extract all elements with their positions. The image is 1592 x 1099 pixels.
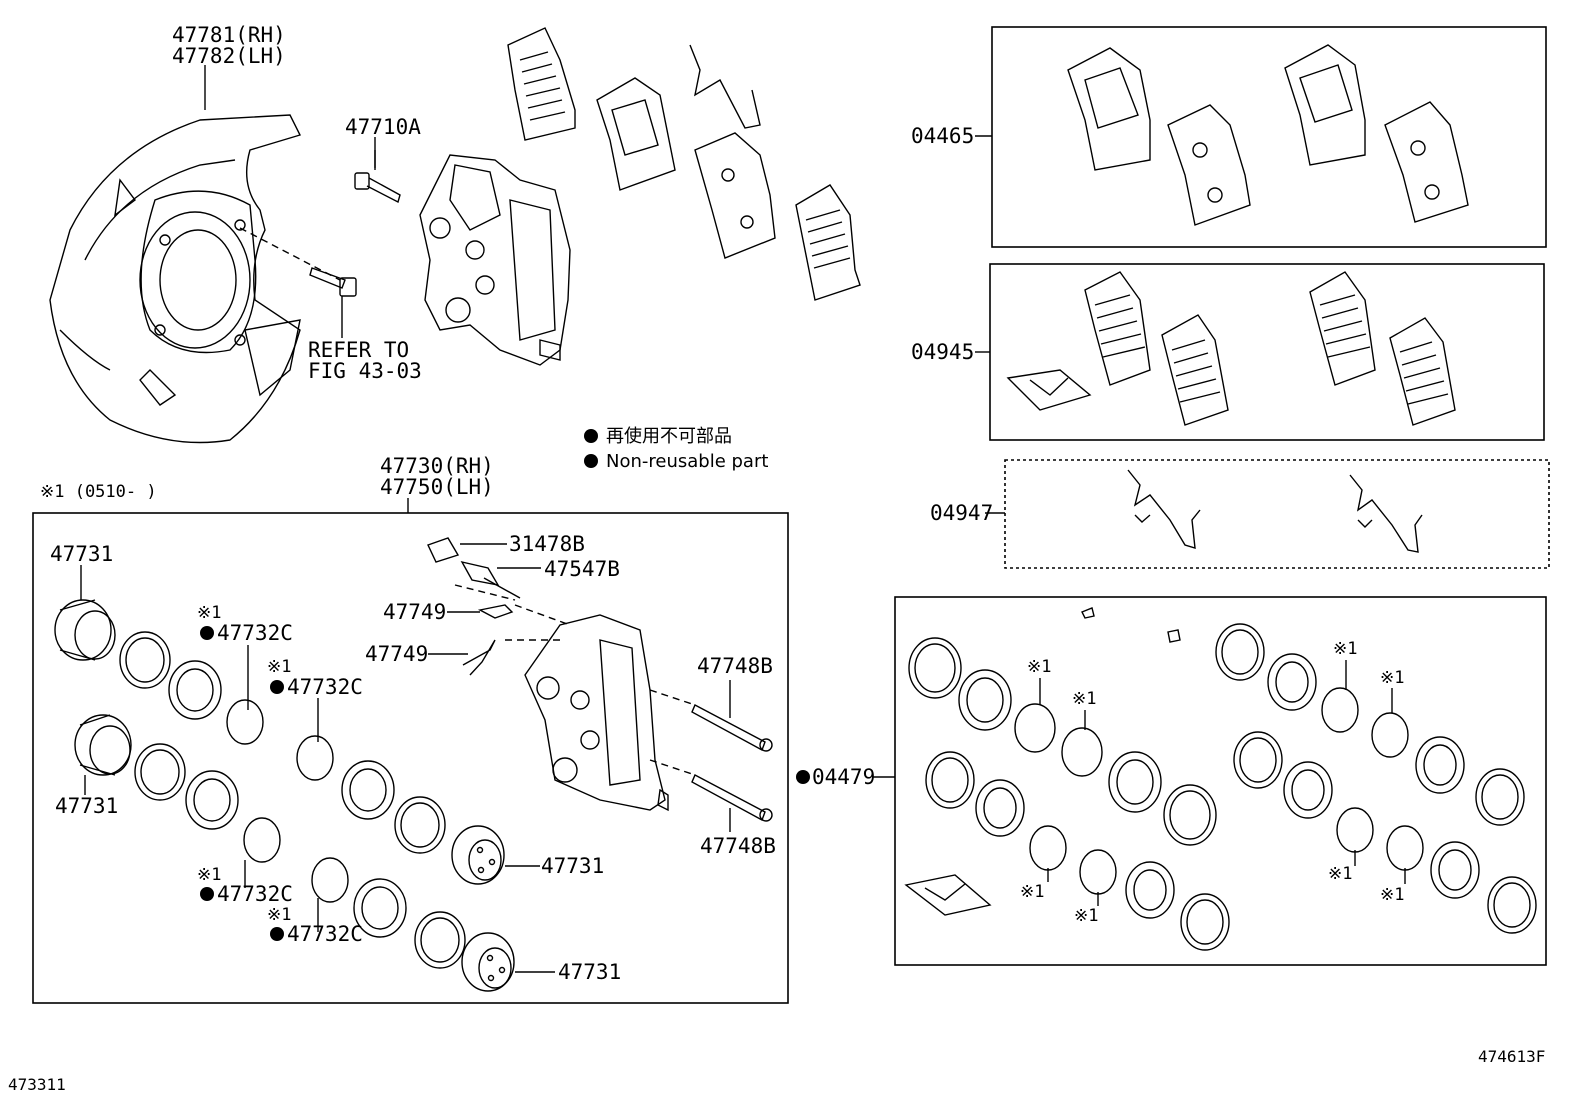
label-pin-2: 47748B <box>700 834 776 858</box>
mark-kit-3: ※1 <box>1020 882 1044 902</box>
kit-box-04945 <box>989 263 1545 441</box>
label-kit-seals: 04479 <box>812 765 875 789</box>
label-piston-3: 47731 <box>541 854 604 878</box>
bolt-47710A-illustration <box>354 150 401 204</box>
mark-kit-4: ※1 <box>1074 906 1098 926</box>
label-note-reference: ※1 (0510- ) <box>40 482 157 502</box>
mark-seal-3: ※1 <box>197 865 221 885</box>
label-shield-rh: 47781(RH) <box>172 23 286 47</box>
mark-kit-5: ※1 <box>1333 639 1357 659</box>
caliper-pistons-illustration <box>54 599 515 992</box>
label-seal-2: 47732C <box>287 675 363 699</box>
mark-seal-4: ※1 <box>267 905 291 925</box>
top-pads-illustration <box>507 27 861 301</box>
label-caliper-lh: 47750(LH) <box>380 475 494 499</box>
mark-kit-6: ※1 <box>1380 668 1404 688</box>
dot-seal-4 <box>270 927 284 941</box>
bolt-refer-illustration <box>239 227 357 338</box>
footer-left-code: 473311 <box>8 1075 66 1094</box>
label-cap: 31478B <box>509 532 585 556</box>
label-kit-pads: 04465 <box>911 124 974 148</box>
legend-dot-jp <box>584 429 598 443</box>
dust-shield-illustration <box>49 114 301 444</box>
legend-text-en: Non-reusable part <box>606 451 768 472</box>
legend-text-jp: 再使用不可部品 <box>606 426 732 447</box>
mark-kit-1: ※1 <box>1027 657 1051 677</box>
kit-04479-seals-illustration <box>904 607 1537 951</box>
label-kit-shims: 04945 <box>911 340 974 364</box>
mark-kit-2: ※1 <box>1072 689 1096 709</box>
caliper-top-illustration <box>419 154 571 366</box>
mark-seal-2: ※1 <box>267 657 291 677</box>
footer-right-code: 474613F <box>1478 1047 1545 1066</box>
leader-lines <box>80 65 1406 973</box>
label-clip-2: 47749 <box>365 642 428 666</box>
mark-seal-1: ※1 <box>197 603 221 623</box>
label-refer-line1: REFER TO <box>308 338 409 362</box>
mark-kit-7: ※1 <box>1328 864 1352 884</box>
label-shield-lh: 47782(LH) <box>172 44 286 68</box>
legend-dot-en <box>584 454 598 468</box>
label-seal-1: 47732C <box>217 621 293 645</box>
dot-kit-seals <box>796 770 810 784</box>
bleeder-cap-illustration <box>427 537 521 599</box>
label-refer-line2: FIG 43-03 <box>308 359 422 383</box>
caliper-clips-illustration <box>462 604 514 676</box>
kit-04465-pads-illustration <box>1067 44 1469 226</box>
label-clip-1: 47749 <box>383 600 446 624</box>
kit-box-04479 <box>894 596 1547 966</box>
caliper-assembly-box <box>32 512 789 1004</box>
dot-seal-3 <box>200 887 214 901</box>
label-bolt: 47710A <box>345 115 421 139</box>
label-seal-3: 47732C <box>217 882 293 906</box>
dot-seal-2 <box>270 680 284 694</box>
label-seal-4: 47732C <box>287 922 363 946</box>
label-pin-1: 47748B <box>697 654 773 678</box>
label-kit-springs: 04947 <box>930 501 993 525</box>
kit-04947-springs-illustration <box>1127 469 1423 553</box>
label-caliper-rh: 47730(RH) <box>380 454 494 478</box>
label-piston-1: 47731 <box>50 542 113 566</box>
mark-kit-8: ※1 <box>1380 885 1404 905</box>
dot-seal-1 <box>200 626 214 640</box>
kit-box-04947 <box>1004 459 1550 569</box>
label-piston-4: 47731 <box>558 960 621 984</box>
label-piston-2: 47731 <box>55 794 118 818</box>
caliper-main-illustration <box>454 584 773 822</box>
kit-box-04465 <box>991 26 1547 248</box>
label-bleeder: 47547B <box>544 557 620 581</box>
kit-04945-shims-illustration <box>1006 271 1456 426</box>
